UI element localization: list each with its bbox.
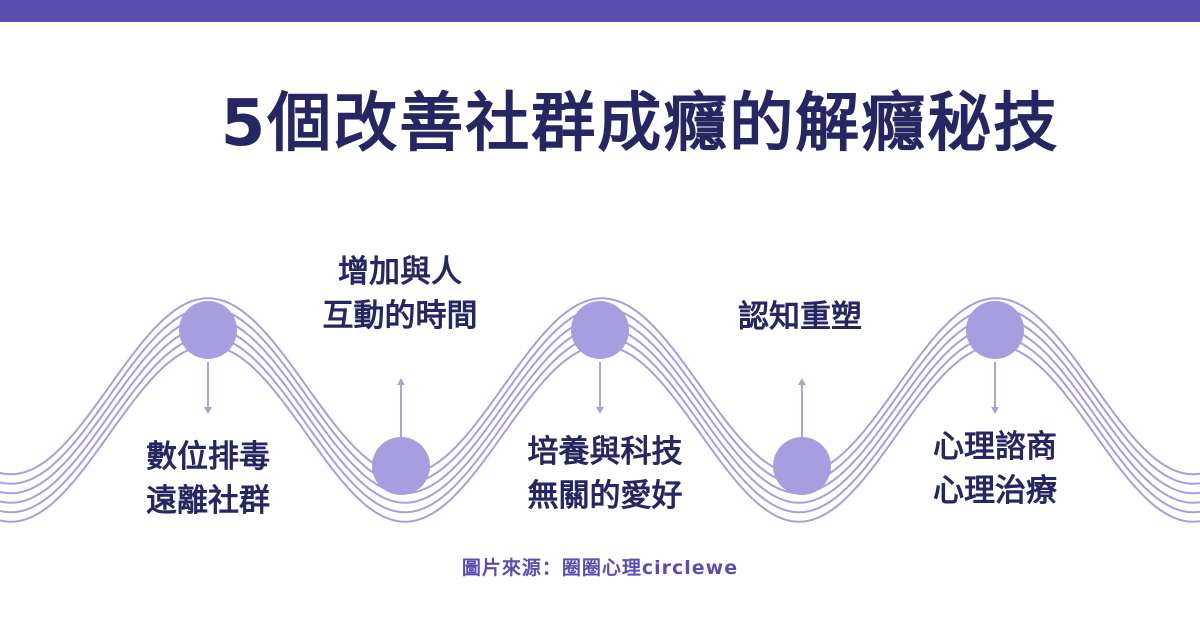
arrow-up-step-2 — [397, 378, 405, 438]
node-step-1 — [179, 301, 237, 359]
nodes — [179, 301, 1024, 495]
step-3-label: 培養與科技 無關的愛好 — [505, 430, 705, 518]
step-2-line-1: 增加與人 — [338, 254, 462, 290]
arrow-down-step-1 — [204, 362, 212, 414]
arrows — [204, 362, 999, 438]
image-source-credit: 圖片來源：圈圈心理circlewe — [461, 557, 739, 579]
step-4-label: 認知重塑 — [710, 295, 890, 339]
node-step-5 — [966, 301, 1024, 359]
arrow-down-step-5 — [991, 362, 999, 414]
node-step-4 — [773, 437, 831, 495]
step-5-line-1: 心理諮商 — [933, 429, 1057, 465]
step-1-line-2: 遠離社群 — [146, 483, 270, 519]
top-accent-bar — [0, 0, 1200, 22]
step-1-line-1: 數位排毒 — [146, 439, 270, 475]
step-2-label: 增加與人 互動的時間 — [300, 250, 500, 338]
step-3-line-1: 培養與科技 — [527, 434, 683, 470]
step-3-line-2: 無關的愛好 — [527, 478, 683, 514]
step-1-label: 數位排毒 遠離社群 — [128, 435, 288, 523]
wave-line-1 — [0, 297, 1200, 476]
node-step-2 — [372, 437, 430, 495]
page-title: 5個改善社群成癮的解癮秘技 — [220, 87, 1060, 161]
step-5-label: 心理諮商 心理治療 — [915, 425, 1075, 513]
node-step-3 — [571, 301, 629, 359]
step-2-line-2: 互動的時間 — [322, 298, 478, 334]
step-5-line-2: 心理治療 — [933, 473, 1057, 509]
arrow-down-step-3 — [596, 362, 604, 414]
step-4-line-1: 認知重塑 — [738, 299, 862, 335]
arrow-up-step-4 — [798, 378, 806, 438]
